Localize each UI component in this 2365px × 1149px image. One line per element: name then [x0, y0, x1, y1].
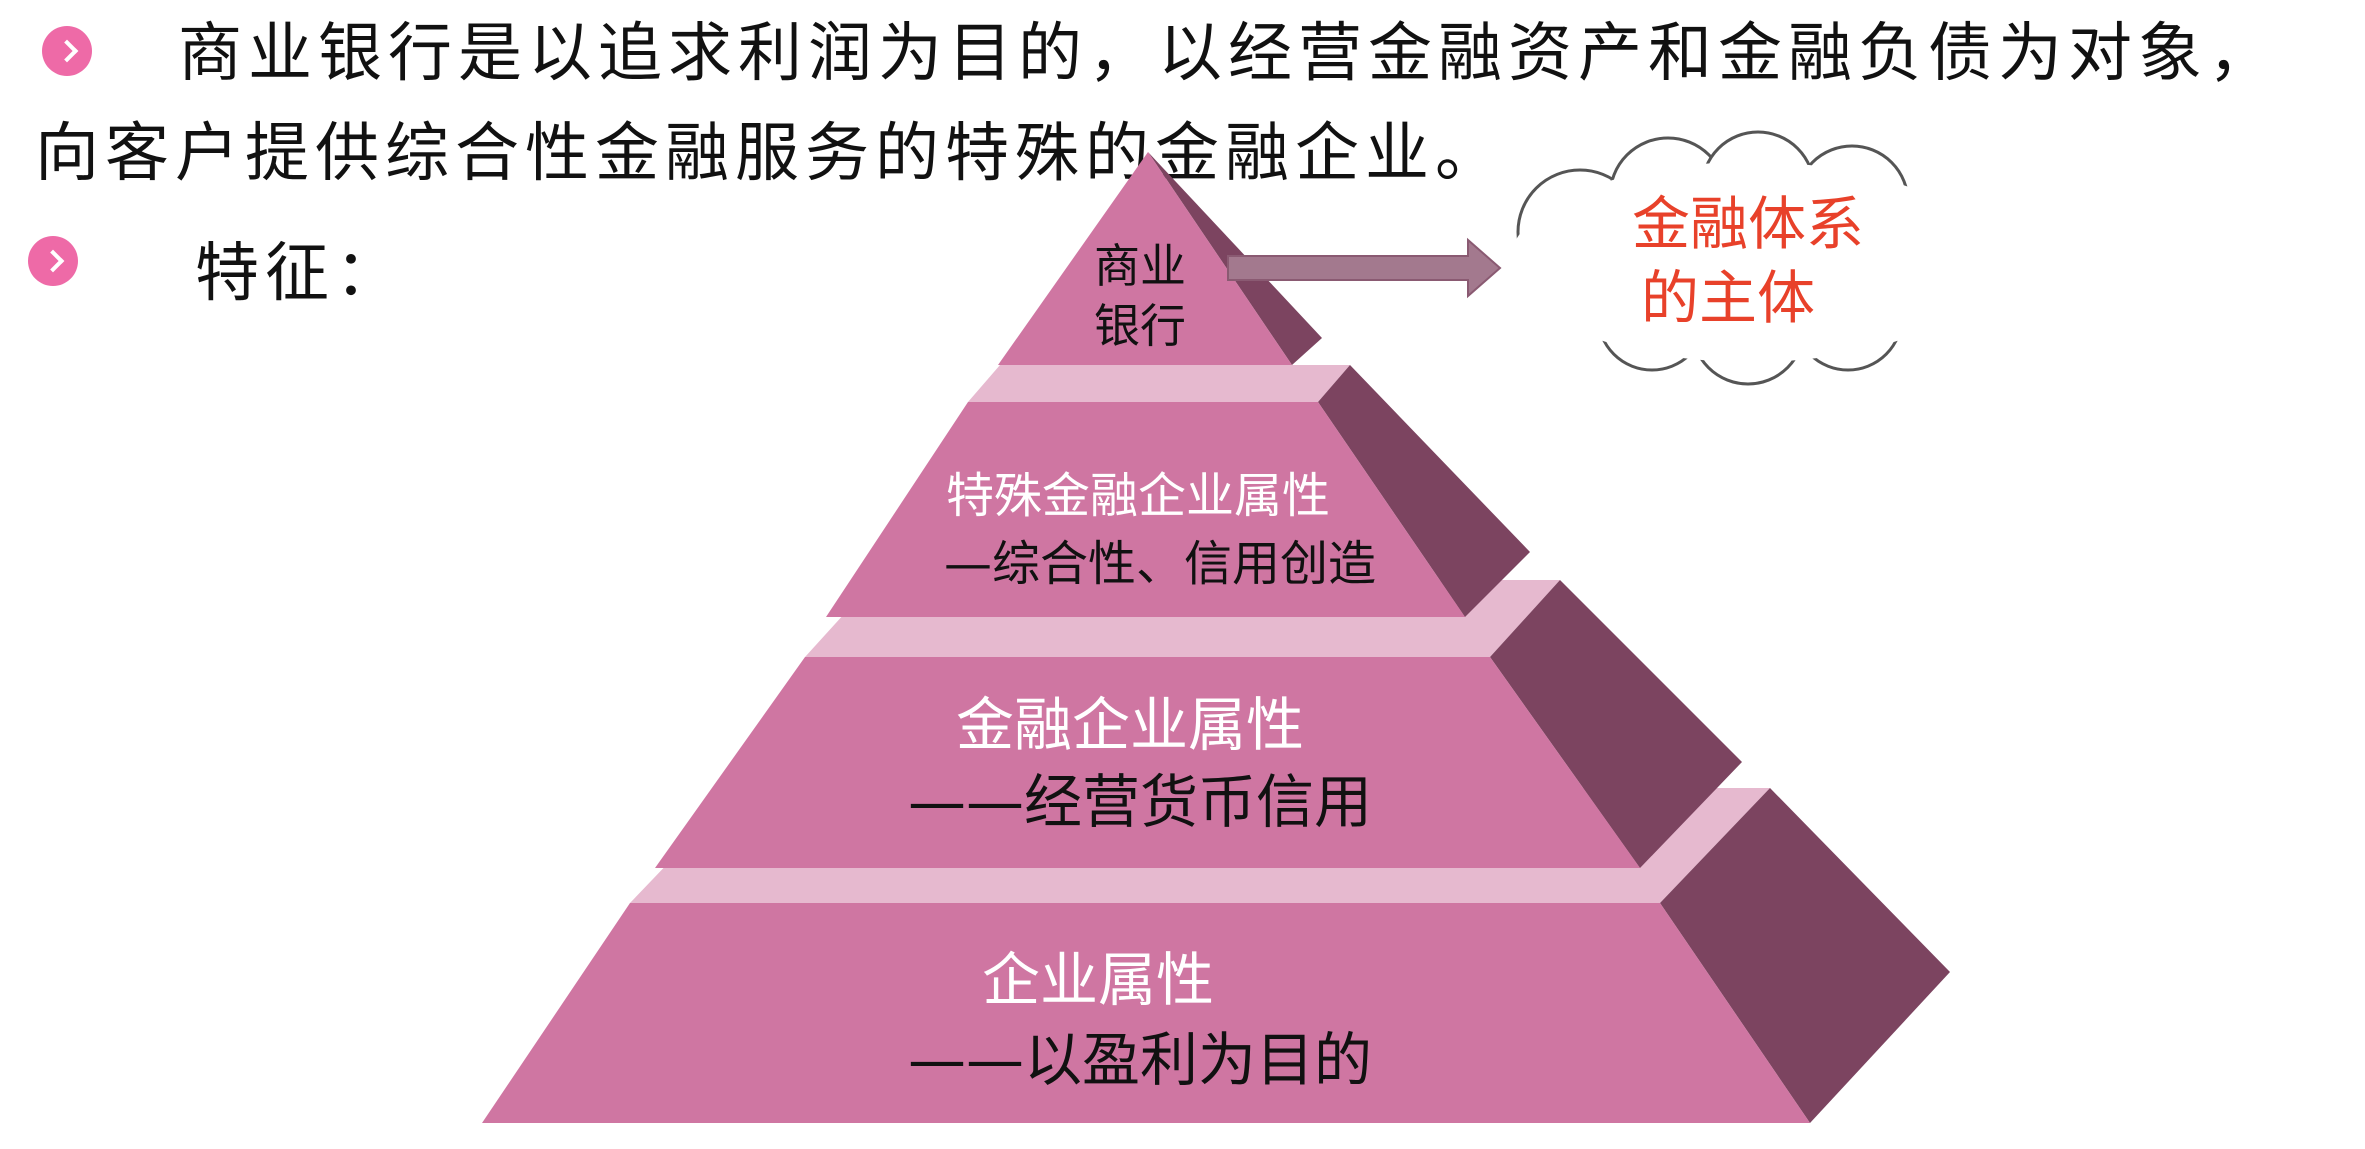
features-label: 特征：	[195, 237, 405, 311]
level-4-front-face	[482, 903, 1810, 1123]
bullet-icon	[42, 26, 92, 76]
level-1-front-face	[998, 152, 1292, 365]
level-4-line-2: ——以盈利为目的	[908, 1026, 1372, 1094]
level-2-line-1: 特殊金融企业属性	[946, 468, 1330, 524]
level-3-front-face	[655, 657, 1640, 868]
level-3-side-face	[1490, 580, 1742, 868]
level-1-line-2: 银行	[1094, 299, 1186, 353]
level-4-line-1: 企业属性	[982, 946, 1214, 1014]
level-4-side-face	[1660, 788, 1950, 1123]
definition-line-2: 向客户提供综合性金融服务的特殊的金融企业。	[35, 117, 1505, 191]
bullet-icon	[28, 236, 78, 286]
level-2-line-2: —综合性、信用创造	[944, 536, 1376, 592]
level-2-top-face	[968, 365, 1350, 402]
arrow-icon	[1227, 237, 1502, 299]
level-3-line-2: ——经营货币信用	[908, 768, 1372, 836]
definition-line-1: 商业银行是以追求利润为目的，以经营金融资产和金融负债为对象，	[178, 17, 2278, 91]
level-2-front-face	[826, 402, 1465, 617]
level-3-line-1: 金融企业属性	[956, 691, 1304, 759]
callout-line-1: 金融体系	[1632, 190, 1864, 258]
level-2-side-face	[1318, 365, 1530, 617]
level-1-line-1: 商业	[1094, 239, 1186, 293]
callout-line-2: 的主体	[1641, 264, 1815, 332]
